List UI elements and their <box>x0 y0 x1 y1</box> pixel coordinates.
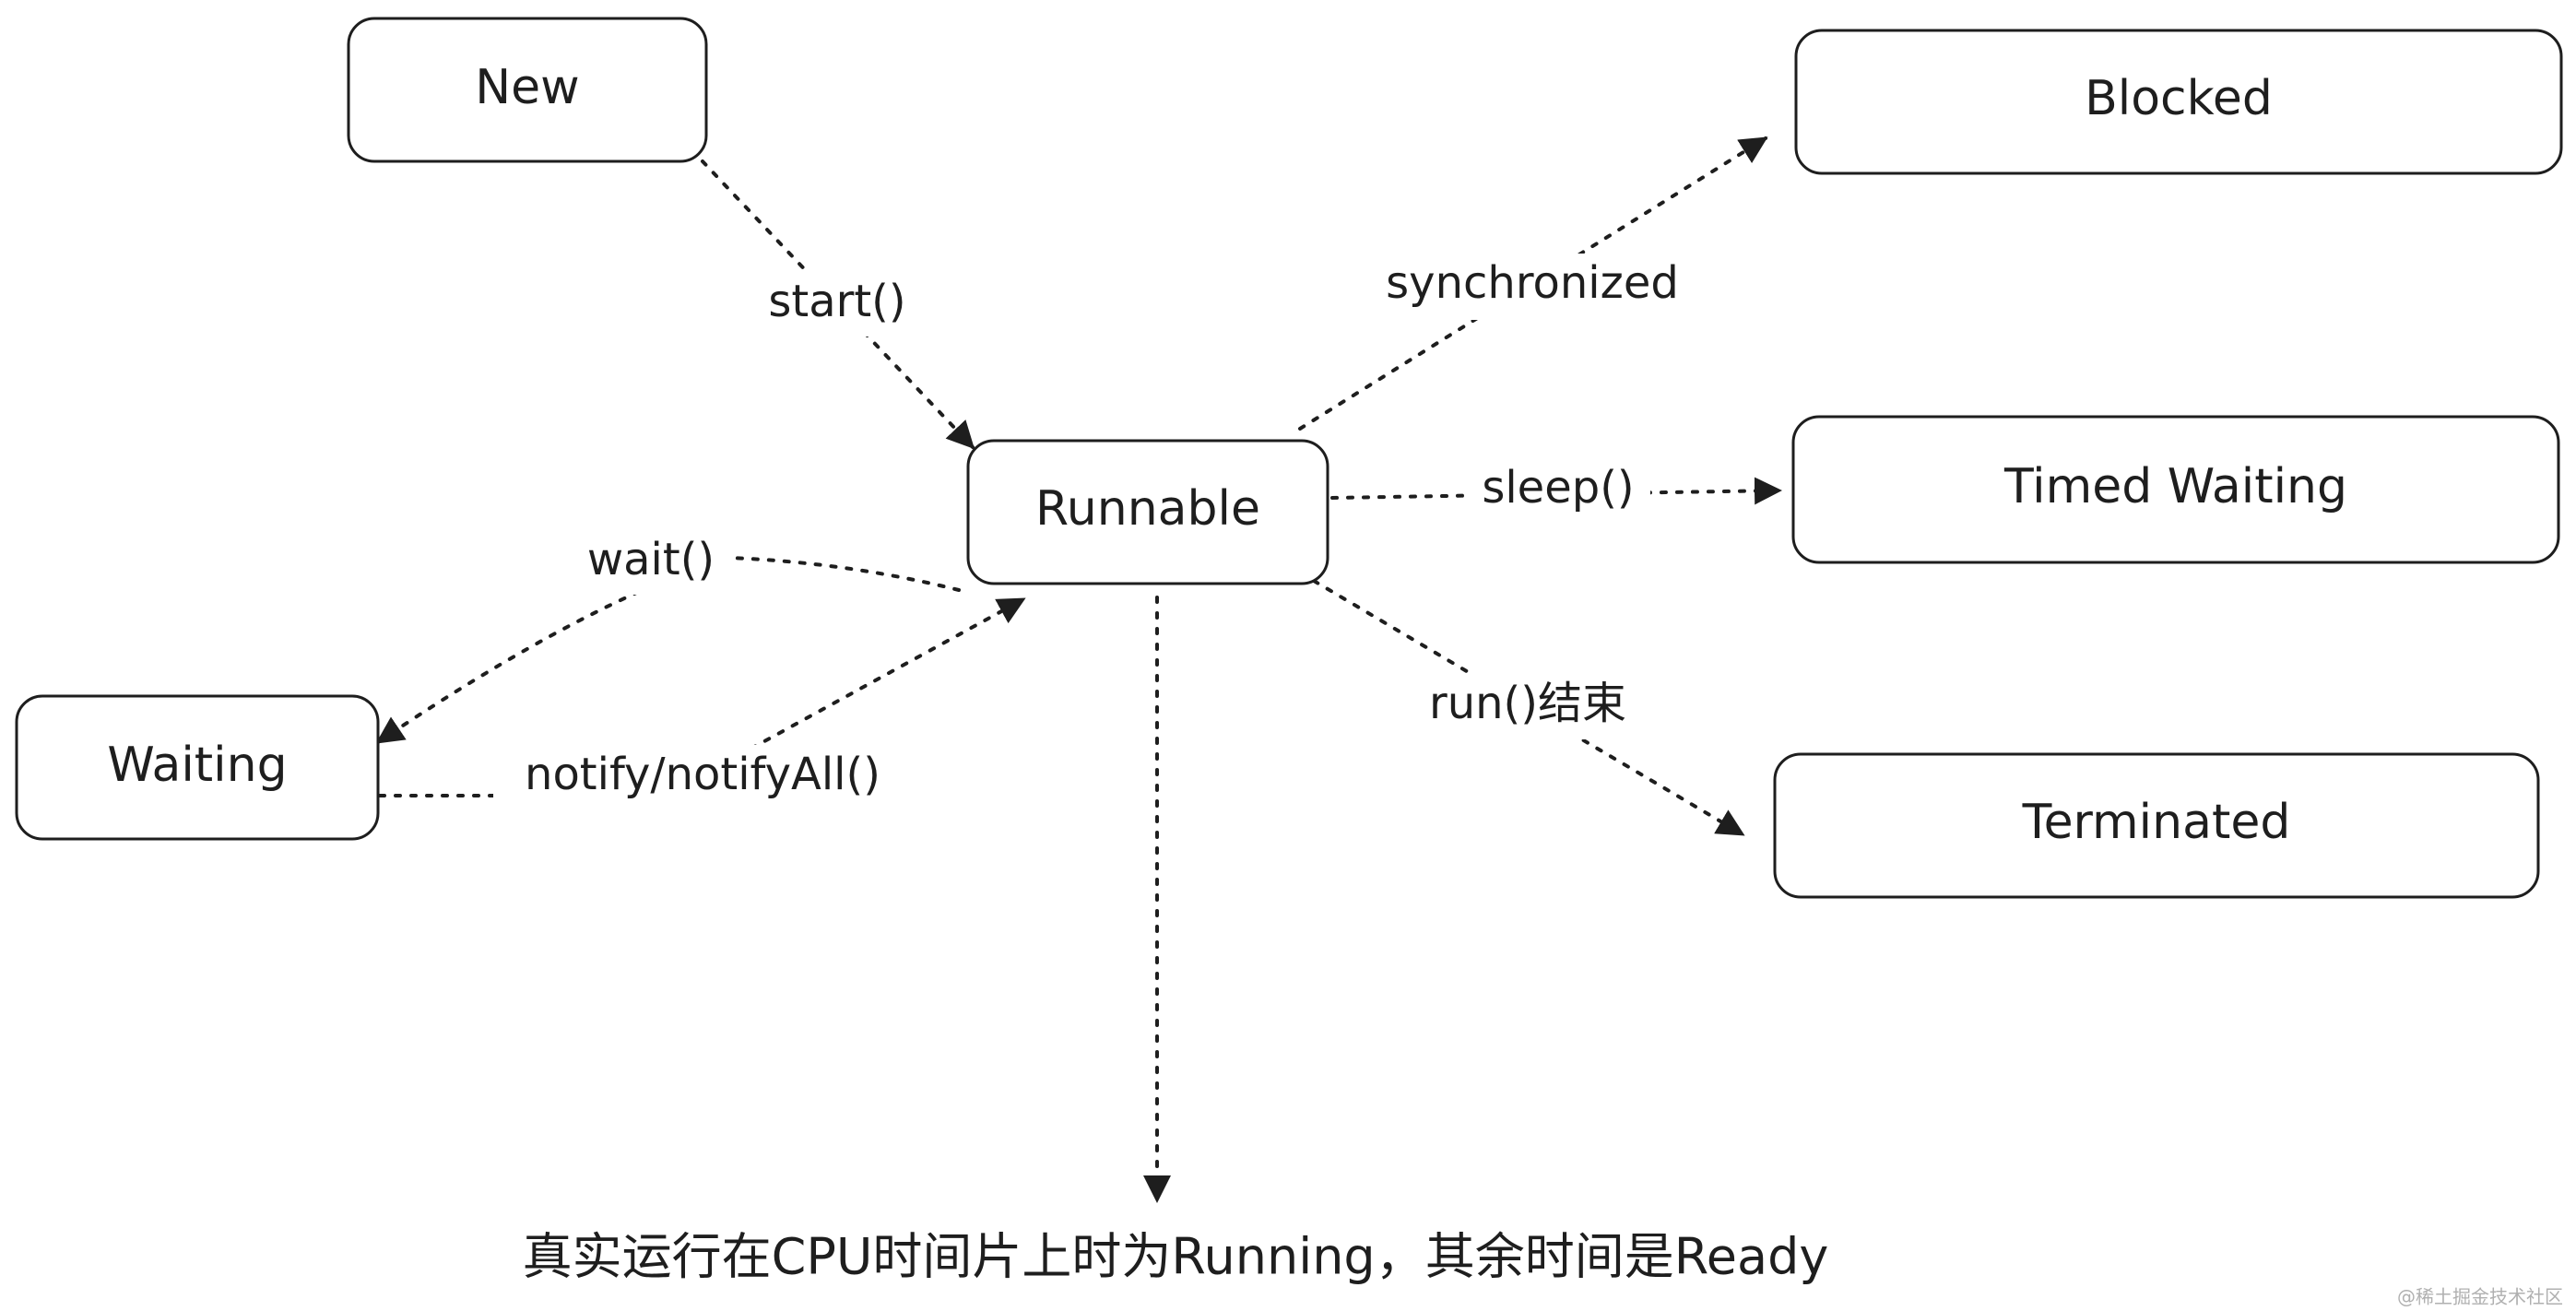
watermark: @稀土掘金技术社区 <box>2397 1286 2563 1308</box>
edge-label-start-text: start() <box>768 276 905 327</box>
edge-label-notify: notify/notifyAll() <box>493 745 913 811</box>
edge-label-synchronized: synchronized <box>1378 254 1687 320</box>
node-waiting: Waiting <box>15 694 380 841</box>
node-blocked: Blocked <box>1794 29 2563 175</box>
node-runnable: Runnable <box>966 439 1329 585</box>
node-blocked-label: Blocked <box>2085 71 2273 126</box>
node-new-label: New <box>475 60 579 115</box>
node-timed-waiting-label: Timed Waiting <box>2003 459 2347 514</box>
edge-label-sleep: sleep() <box>1466 458 1650 525</box>
edge-label-run-end: run()结束 <box>1412 673 1643 739</box>
node-new: New <box>347 17 708 163</box>
edge-label-wait: wait() <box>572 530 733 595</box>
edge-label-start: start() <box>738 272 936 337</box>
node-runnable-label: Runnable <box>1035 481 1260 537</box>
edge-waiting-to-runnable <box>378 599 1023 797</box>
node-timed-waiting: Timed Waiting <box>1791 415 2560 564</box>
node-waiting-label: Waiting <box>107 738 287 793</box>
edge-label-synchronized-text: synchronized <box>1386 257 1679 309</box>
edge-label-wait-text: wait() <box>587 534 715 585</box>
edge-runnable-to-blocked <box>1298 136 1768 431</box>
running-ready-note: 真实运行在CPU时间片上时为Running，其余时间是Ready <box>523 1228 1829 1286</box>
edge-label-notify-text: notify/notifyAll() <box>525 749 880 800</box>
node-terminated: Terminated <box>1773 752 2540 899</box>
edge-label-run-end-text: run()结束 <box>1429 678 1626 729</box>
edge-new-to-runnable <box>701 159 975 450</box>
node-terminated-label: Terminated <box>2022 795 2291 850</box>
edge-label-sleep-text: sleep() <box>1482 462 1634 514</box>
